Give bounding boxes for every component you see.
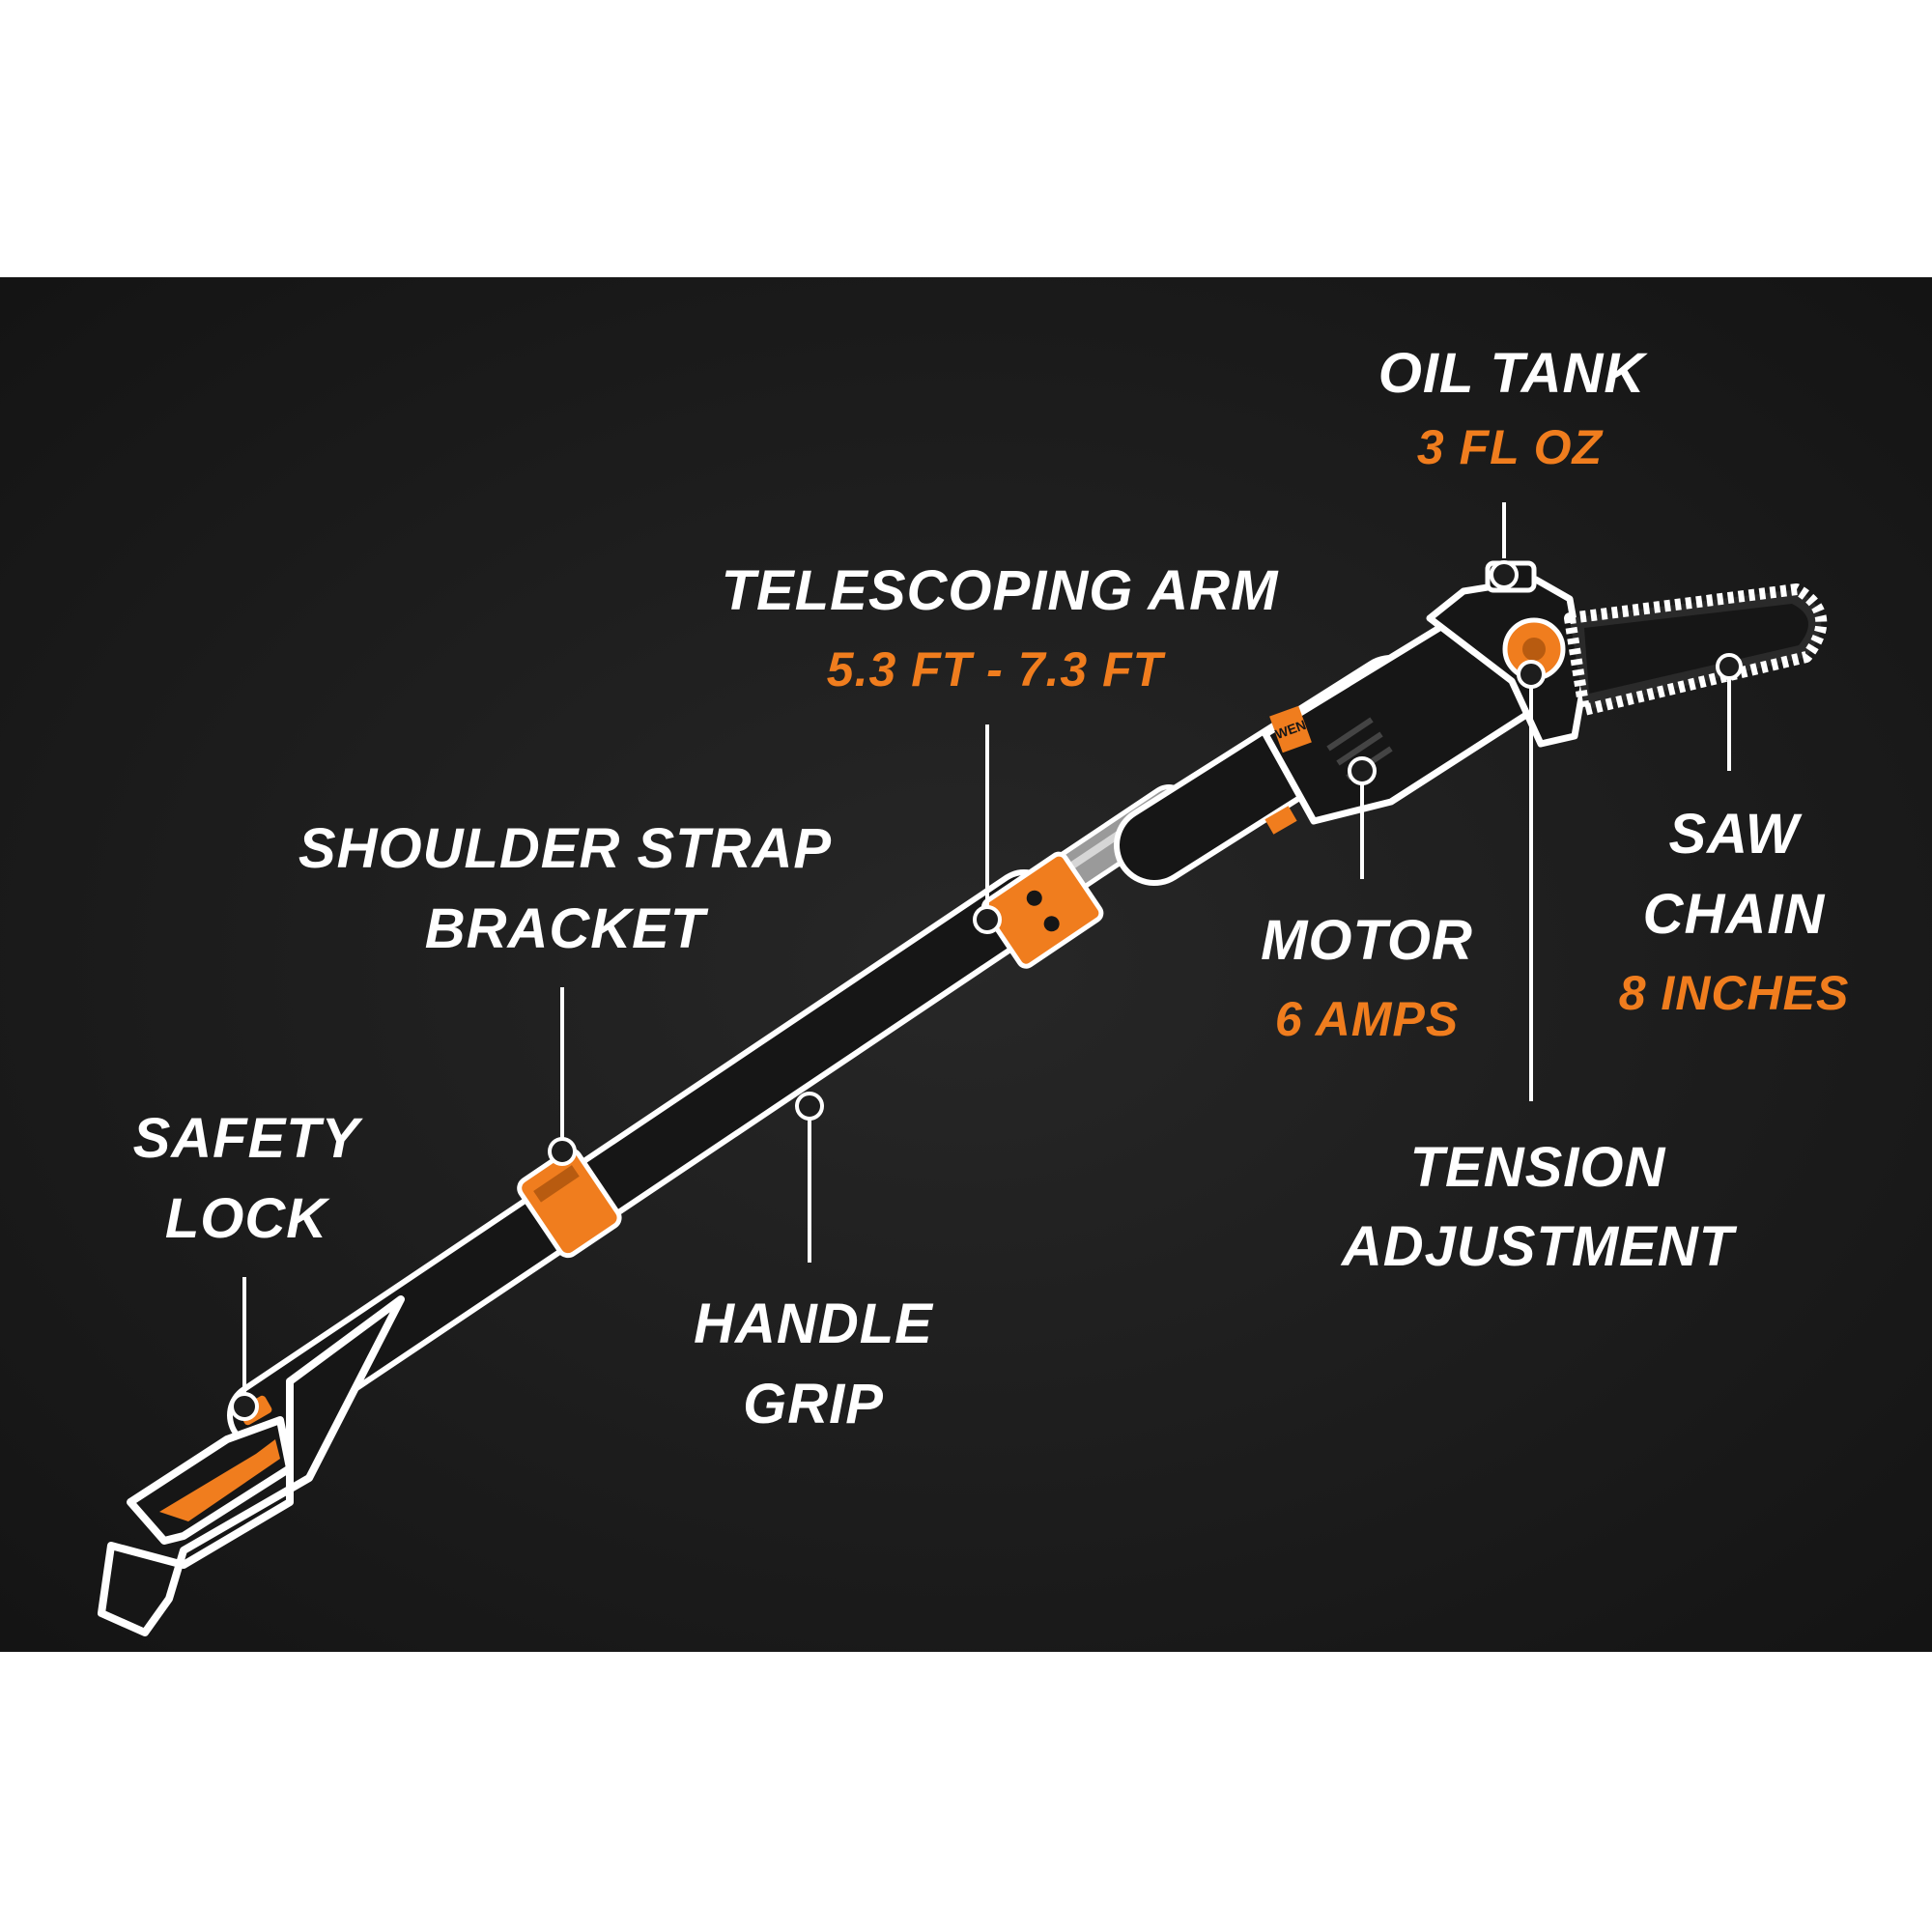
- telescoping-arm-marker: [973, 905, 1002, 934]
- callout-lines: [230, 502, 1743, 1421]
- shoulder-strap-title-1: SHOULDER STRAP: [298, 817, 833, 880]
- saw-chain-title-1: SAW: [1668, 803, 1800, 866]
- telescope-collar: [980, 851, 1104, 969]
- saw-chain-title-2: CHAIN: [1642, 883, 1826, 946]
- telescoping-arm-spec: 5.3 FT - 7.3 FT: [826, 642, 1164, 696]
- strap-bracket: [517, 1148, 622, 1259]
- motor-marker: [1348, 756, 1377, 785]
- motor-spec: 6 AMPS: [1274, 992, 1460, 1046]
- oil-tank-title: OIL TANK: [1378, 342, 1646, 405]
- saw-chain-marker: [1716, 653, 1743, 680]
- tension-title-2: ADJUSTMENT: [1341, 1215, 1735, 1278]
- oil-tank-spec: 3 FL OZ: [1416, 420, 1604, 474]
- handle-grip-title-2: GRIP: [743, 1373, 884, 1435]
- trigger: [159, 1439, 280, 1521]
- shoulder-strap-title-2: BRACKET: [424, 897, 706, 960]
- pole-saw-illustration: WEN: [98, 560, 1828, 1636]
- strap-marker: [548, 1137, 577, 1166]
- saw-chain-spec: 8 INCHES: [1618, 966, 1850, 1020]
- safety-lock-title-2: LOCK: [164, 1187, 328, 1250]
- telescoping-arm-title: TELESCOPING ARM: [721, 559, 1279, 622]
- wen-badge: [1269, 705, 1312, 753]
- safety-lock-marker: [230, 1392, 259, 1421]
- safety-lock-title-1: SAFETY: [132, 1107, 360, 1170]
- tension-title-1: TENSION: [1409, 1136, 1666, 1199]
- lock-switch: [1264, 806, 1297, 835]
- handle-grip-title-1: HANDLE: [694, 1293, 933, 1355]
- tension-marker: [1517, 660, 1546, 689]
- oil-tank-marker: [1490, 560, 1519, 589]
- handle-grip-marker: [795, 1092, 824, 1121]
- motor-title: MOTOR: [1261, 909, 1473, 972]
